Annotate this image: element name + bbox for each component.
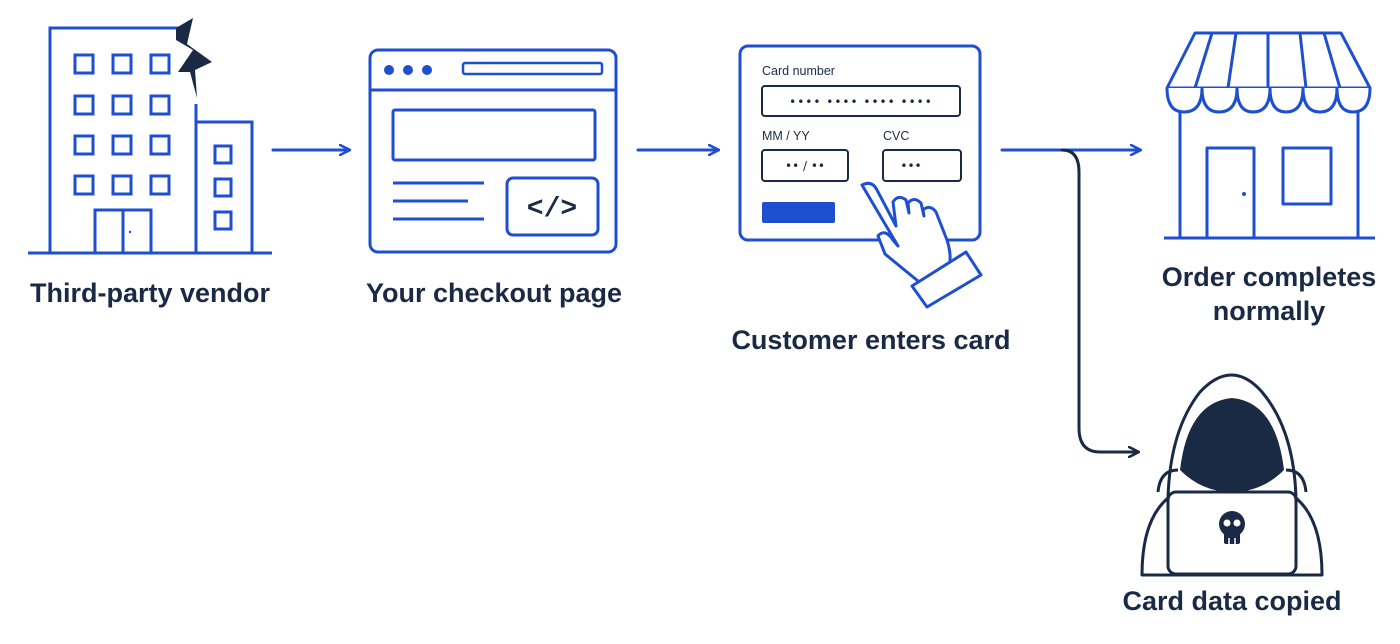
expiry-field xyxy=(761,149,849,182)
cvc-field xyxy=(882,149,962,182)
customer-label: Customer enters card xyxy=(731,325,1011,355)
pointing-hand-icon xyxy=(860,181,952,292)
crack-lightning-icon xyxy=(176,18,212,98)
office-building-icon xyxy=(28,26,272,255)
order-label: Order completes normally xyxy=(1155,260,1383,328)
cvc-label: CVC xyxy=(883,129,909,143)
hooded-hacker-skull-icon xyxy=(1140,373,1324,577)
arrow-customer-to-attacker xyxy=(1060,148,1138,452)
storefront-icon xyxy=(1164,31,1375,240)
vendor-label: Third-party vendor xyxy=(30,278,271,308)
expiry-label: MM / YY xyxy=(762,129,810,143)
hand-cuff xyxy=(910,250,983,309)
card-number-label: Card number xyxy=(762,64,835,78)
attacker-label: Card data copied xyxy=(1122,586,1342,616)
order-label-line1: Order completes xyxy=(1161,262,1377,292)
card-form-hand-icon: Card number •••• •••• •••• •••• MM / YY … xyxy=(738,44,983,309)
expiry-value: •• / •• xyxy=(785,159,825,173)
submit-button-bar xyxy=(762,202,835,223)
card-number-value: •••• •••• •••• •••• xyxy=(789,95,933,109)
browser-code-window-icon: </> xyxy=(368,48,618,254)
cvc-value: ••• xyxy=(900,159,921,173)
order-label-line2: normally xyxy=(1212,296,1326,326)
code-tag-glyph: </> xyxy=(527,194,577,225)
checkout-label: Your checkout page xyxy=(365,278,623,308)
card-number-field xyxy=(761,85,961,117)
skull-icon xyxy=(1219,511,1245,544)
